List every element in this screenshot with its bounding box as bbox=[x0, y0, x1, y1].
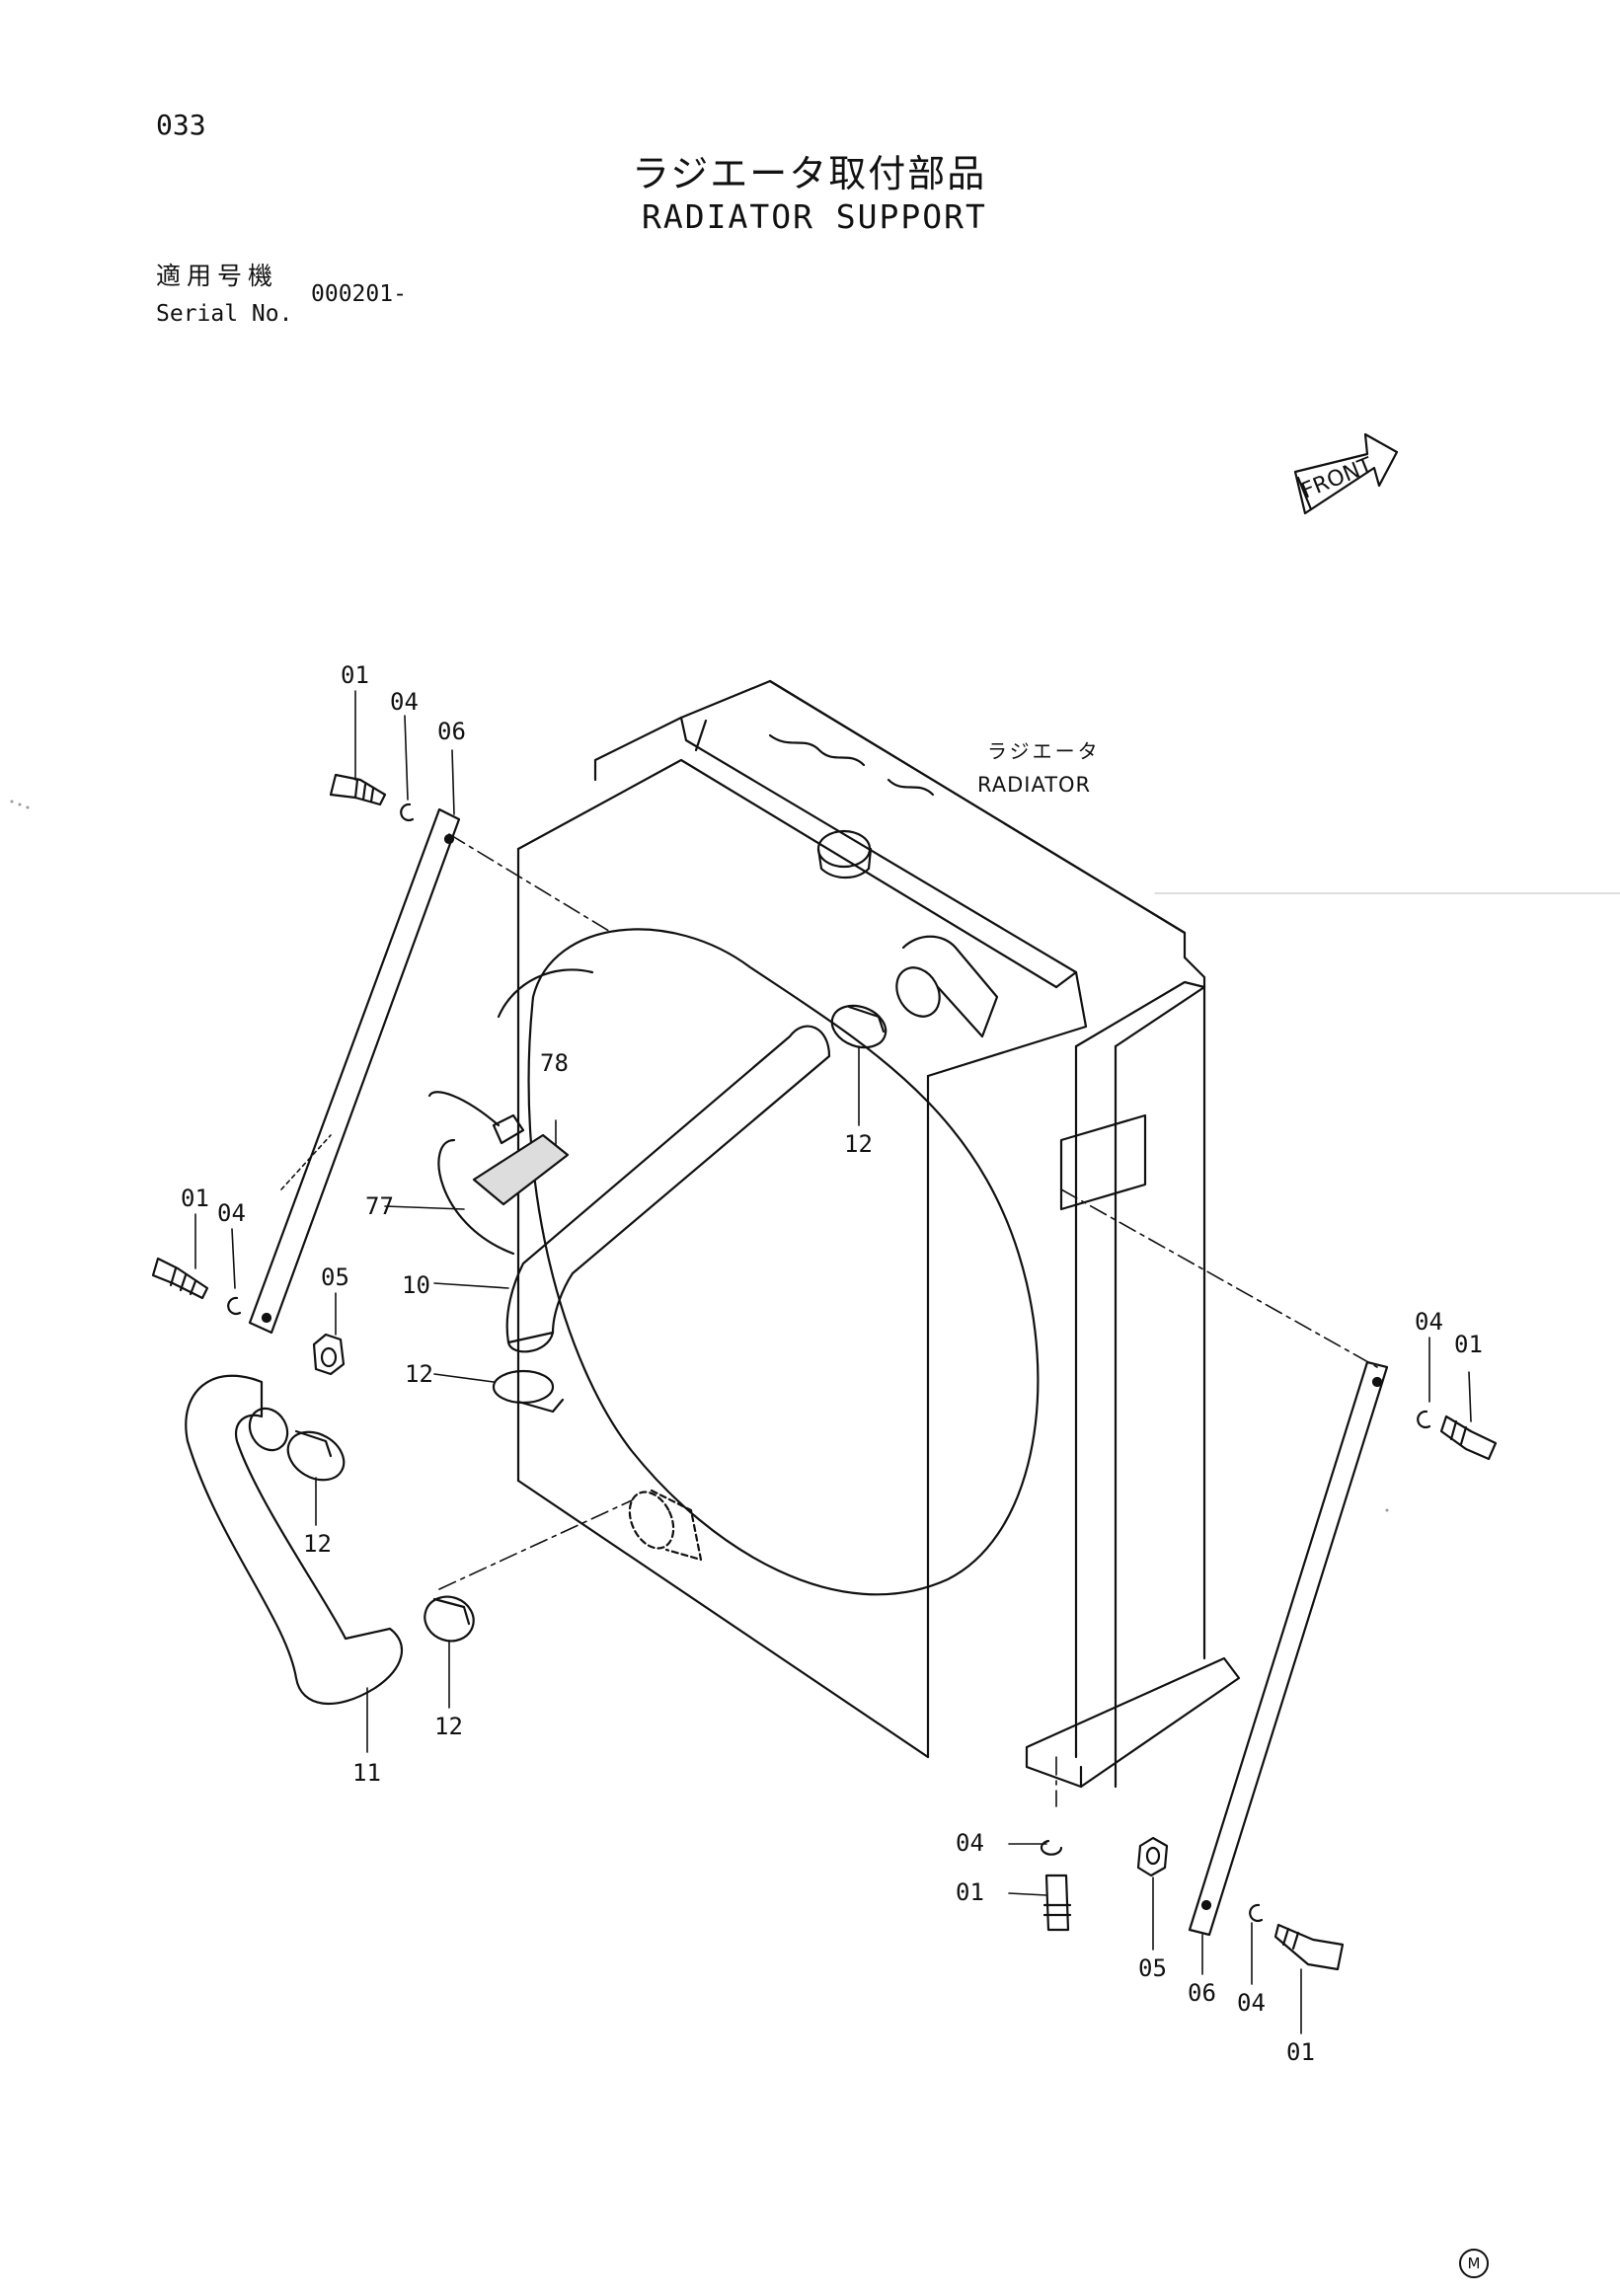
callout-12: 12 bbox=[405, 1360, 433, 1388]
callout-04: 04 bbox=[1415, 1308, 1443, 1336]
lock-washer-icon bbox=[227, 803, 1431, 1923]
nut-icon bbox=[312, 1333, 1169, 1877]
callout-04: 04 bbox=[217, 1199, 246, 1227]
callout-04: 04 bbox=[1237, 1989, 1266, 2017]
bolt-icon bbox=[1042, 1874, 1072, 1932]
coolant-sensor bbox=[427, 1091, 570, 1256]
callout-77: 77 bbox=[365, 1192, 394, 1220]
hose-clamp-icon bbox=[286, 1429, 346, 1482]
hose-clamp-icon bbox=[830, 1004, 887, 1049]
radiator-body bbox=[497, 679, 1241, 1789]
callout-01: 01 bbox=[181, 1185, 209, 1212]
callout-06: 06 bbox=[437, 718, 466, 745]
callout-04: 04 bbox=[390, 688, 419, 716]
lower-radiator-hose bbox=[185, 1374, 404, 1706]
serial-number-value: 000201- bbox=[311, 281, 407, 307]
centerlines bbox=[280, 833, 1378, 1807]
callout-01: 01 bbox=[1454, 1331, 1483, 1358]
front-arrow-icon: FRONT bbox=[1293, 432, 1399, 515]
page-title-japanese: ラジエータ取付部品 bbox=[632, 152, 987, 195]
callout-05: 05 bbox=[321, 1263, 349, 1291]
bolt-icon bbox=[1273, 1923, 1345, 1971]
callout-06: 06 bbox=[1188, 1979, 1216, 2007]
page-number: 033 bbox=[156, 109, 206, 141]
upper-radiator-hose bbox=[505, 1025, 831, 1353]
page-title-english: RADIATOR SUPPORT bbox=[642, 197, 987, 236]
callout-01: 01 bbox=[1286, 2038, 1315, 2066]
scan-specks bbox=[10, 800, 1389, 1512]
callout-10: 10 bbox=[402, 1271, 430, 1299]
callout-12: 12 bbox=[303, 1530, 332, 1558]
radiator-label-japanese: ラジエータ bbox=[987, 739, 1101, 763]
callout-04: 04 bbox=[956, 1829, 984, 1857]
serial-label-english: Serial No. bbox=[156, 301, 293, 327]
serial-label-japanese: 適用号機 bbox=[156, 262, 279, 290]
bolt-icon bbox=[1439, 1415, 1498, 1461]
hose-clamp-icon bbox=[492, 1369, 565, 1414]
corner-mark: M bbox=[1459, 2249, 1489, 2278]
callout-78: 78 bbox=[540, 1049, 569, 1077]
callout-12: 12 bbox=[844, 1130, 873, 1158]
bolt-icon bbox=[329, 773, 387, 806]
callout-11: 11 bbox=[352, 1759, 381, 1787]
hose-clamp-icon bbox=[424, 1595, 475, 1643]
bolt-icon bbox=[151, 1257, 209, 1300]
leader-lines bbox=[194, 690, 1472, 2034]
radiator-label-english: RADIATOR bbox=[977, 773, 1092, 797]
callout-05: 05 bbox=[1138, 1954, 1167, 1982]
callout-12: 12 bbox=[434, 1713, 463, 1740]
callout-01: 01 bbox=[956, 1878, 984, 1906]
callout-01: 01 bbox=[341, 661, 369, 689]
left-support-stay bbox=[248, 807, 461, 1335]
right-support-stay bbox=[1188, 1360, 1389, 1937]
